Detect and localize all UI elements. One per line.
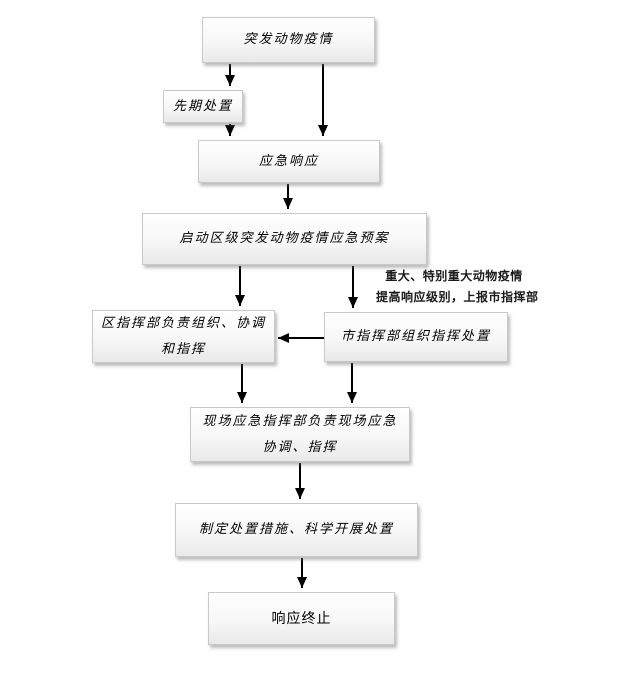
node-activate-plan: 启动区级突发动物疫情应急预案 <box>142 213 427 265</box>
node-end: 响应终止 <box>208 592 395 645</box>
escalation-annotation-line1: 重大、特别重大动物疫情 <box>385 269 523 283</box>
node-preliminary: 先期处置 <box>163 90 243 123</box>
escalation-annotation-line2: 提高响应级别，上报市指挥部 <box>376 290 539 304</box>
node-onsite-hq: 现场应急指挥部负责现场应急协调、指挥 <box>190 407 410 462</box>
escalation-annotation: 重大、特别重大动物疫情 提高响应级别，上报市指挥部 <box>376 266 539 308</box>
node-response: 应急响应 <box>198 140 380 183</box>
node-measures: 制定处置措施、科学开展处置 <box>175 503 418 557</box>
node-start: 突发动物疫情 <box>202 17 375 63</box>
node-city-hq: 市指挥部组织指挥处置 <box>324 312 508 362</box>
node-district-hq: 区指挥部负责组织、协调和指挥 <box>92 310 275 363</box>
